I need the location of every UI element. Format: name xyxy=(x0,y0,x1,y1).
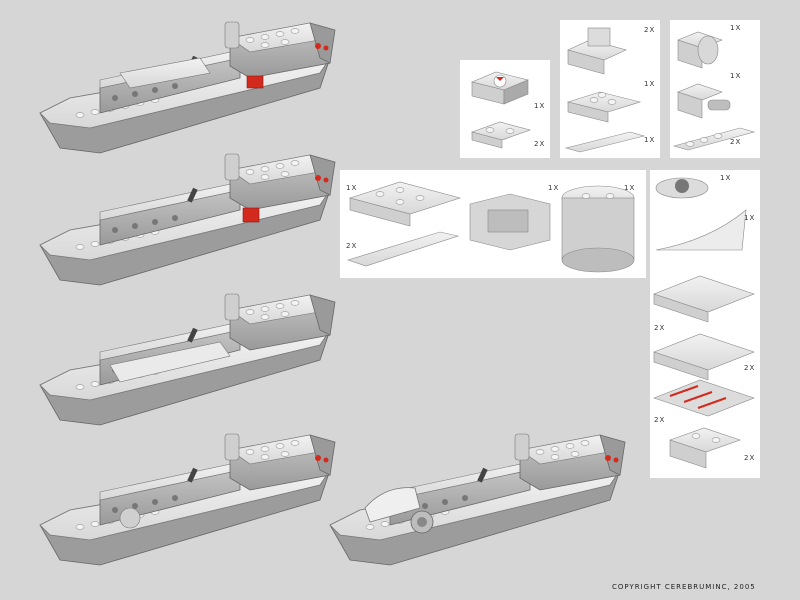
parts-panel-3: 1X 1X 2X xyxy=(670,20,760,158)
qty-label: 1X xyxy=(744,214,756,222)
canopy-icon xyxy=(364,487,421,523)
red-part-icon xyxy=(242,207,260,223)
qty-label: 1X xyxy=(346,184,358,192)
qty-label: 2X xyxy=(654,416,666,424)
ship-assembly-step-1 xyxy=(40,18,340,168)
qty-label: 2X xyxy=(654,324,666,332)
qty-label: 2X xyxy=(346,242,358,250)
red-emblem-icon xyxy=(496,77,504,81)
ship-assembly-step-4 xyxy=(40,430,340,580)
parts-panel-1-drawing xyxy=(470,71,532,149)
ship-assembly-step-2 xyxy=(40,150,340,300)
red-part-icon xyxy=(246,75,264,89)
parts-panel-4-drawing xyxy=(347,181,635,273)
build-step-5 xyxy=(330,430,630,580)
ship-assembly-step-5 xyxy=(330,430,630,580)
qty-label: 1X xyxy=(730,72,742,80)
ship-assembly-step-3 xyxy=(40,290,340,440)
parts-panel-5: 1X 1X 2X 2X 2X 2X xyxy=(650,170,760,478)
qty-label: 1X xyxy=(720,174,732,182)
qty-label: 2X xyxy=(730,138,742,146)
parts-panel-4: 1X 1X 1X 2X xyxy=(340,170,646,278)
build-step-4 xyxy=(40,430,340,580)
parts-panel-1: 1X 2X xyxy=(460,60,550,158)
parts-panel-3-drawing xyxy=(672,31,756,151)
qty-label: 2X xyxy=(644,26,656,34)
parts-panel-2: 2X 1X 1X xyxy=(560,20,660,158)
parts-panel-5-drawing xyxy=(653,177,755,469)
parts-panel-2-drawing xyxy=(564,27,646,153)
build-step-3 xyxy=(40,290,340,440)
copyright-notice: COPYRIGHT CEREBRUMINC, 2005 xyxy=(612,583,756,591)
qty-label: 1X xyxy=(624,184,636,192)
qty-label: 1X xyxy=(644,80,656,88)
build-step-2 xyxy=(40,150,340,300)
build-step-1 xyxy=(40,18,340,168)
qty-label: 1X xyxy=(548,184,560,192)
qty-label: 1X xyxy=(730,24,742,32)
qty-label: 2X xyxy=(534,140,546,148)
qty-label: 2X xyxy=(744,364,756,372)
qty-label: 1X xyxy=(534,102,546,110)
qty-label: 1X xyxy=(644,136,656,144)
qty-label: 2X xyxy=(744,454,756,462)
